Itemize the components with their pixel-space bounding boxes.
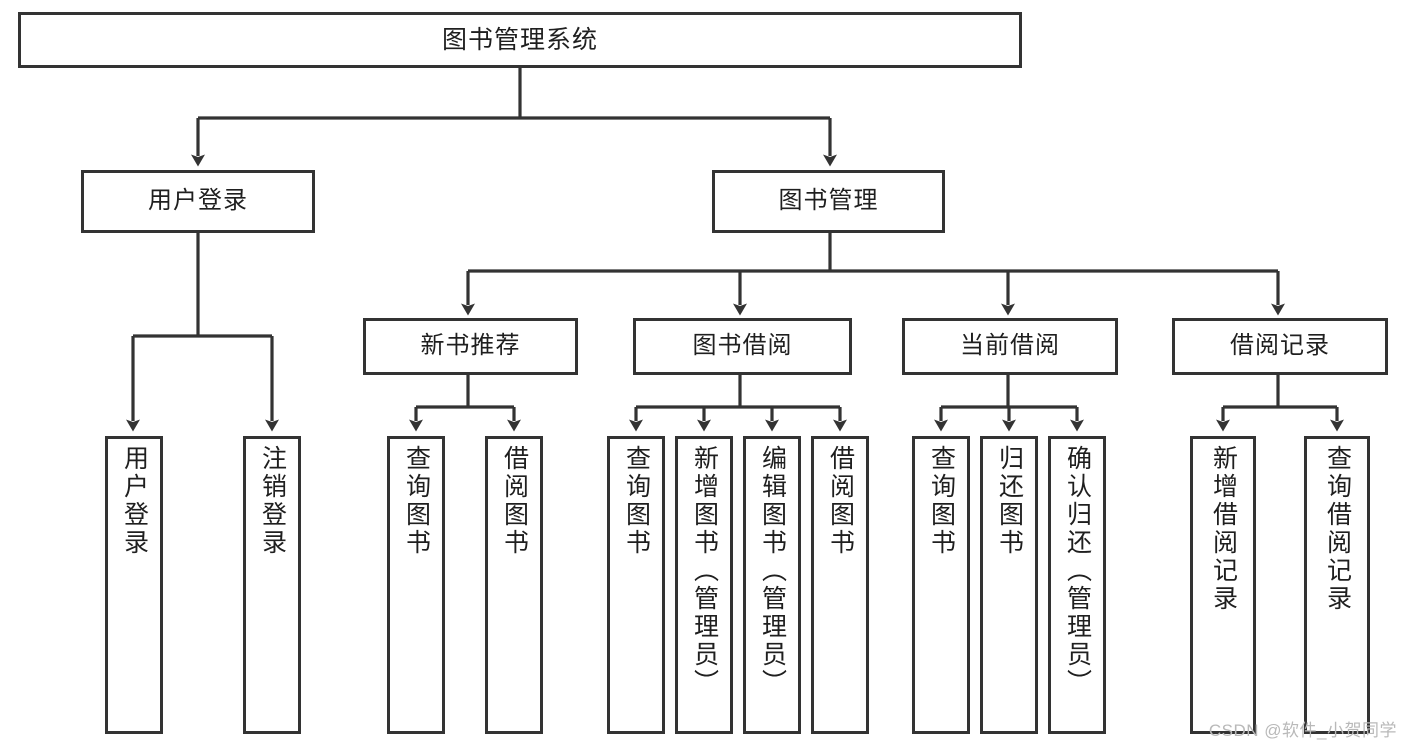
node-label: 借阅图书 (500, 445, 529, 557)
node-label: 查询借阅记录 (1323, 445, 1352, 613)
node-label: 归还图书 (995, 445, 1024, 557)
node-label: 用户登录 (120, 445, 149, 557)
node-label: 图书管理系统 (441, 26, 598, 54)
node-label: 新书推荐 (420, 332, 521, 360)
node-label: 编辑图书（管理员） (758, 445, 787, 697)
leaf-user-login-login[interactable]: 用户登录 (105, 436, 163, 734)
node-label: 用户登录 (148, 187, 248, 215)
leaf-current-confirm-return[interactable]: 确认归还（管理员） (1048, 436, 1106, 734)
leaf-borrow-edit-book[interactable]: 编辑图书（管理员） (743, 436, 801, 734)
node-label: 图书借阅 (692, 332, 793, 360)
leaf-borrow-add-book[interactable]: 新增图书（管理员） (675, 436, 733, 734)
node-label: 借阅图书 (826, 445, 855, 557)
leaf-borrow-borrow-book[interactable]: 借阅图书 (811, 436, 869, 734)
node-label: 查询图书 (622, 445, 651, 557)
node-label: 注销登录 (258, 445, 287, 557)
leaf-new-book-borrow[interactable]: 借阅图书 (485, 436, 543, 734)
node-new-book-recommend[interactable]: 新书推荐 (363, 318, 578, 375)
leaf-record-add[interactable]: 新增借阅记录 (1190, 436, 1256, 734)
node-label: 查询图书 (927, 445, 956, 557)
leaf-borrow-query-book[interactable]: 查询图书 (607, 436, 665, 734)
leaf-user-login-logout[interactable]: 注销登录 (243, 436, 301, 734)
node-label: 当前借阅 (960, 332, 1060, 360)
node-user-login[interactable]: 用户登录 (81, 170, 315, 233)
leaf-record-query[interactable]: 查询借阅记录 (1304, 436, 1370, 734)
node-current-borrow[interactable]: 当前借阅 (902, 318, 1118, 375)
leaf-current-return-book[interactable]: 归还图书 (980, 436, 1038, 734)
node-root-system[interactable]: 图书管理系统 (18, 12, 1022, 68)
node-borrow-record[interactable]: 借阅记录 (1172, 318, 1388, 375)
csdn-watermark: CSDN @软件_小贺同学 (1208, 721, 1397, 740)
node-label: 借阅记录 (1230, 332, 1330, 360)
node-label: 确认归还（管理员） (1063, 445, 1092, 697)
node-label: 新增借阅记录 (1209, 445, 1238, 613)
node-label: 新增图书（管理员） (690, 445, 719, 697)
leaf-current-query-book[interactable]: 查询图书 (912, 436, 970, 734)
node-label: 图书管理 (778, 187, 879, 215)
node-book-borrow[interactable]: 图书借阅 (633, 318, 852, 375)
node-book-management[interactable]: 图书管理 (712, 170, 945, 233)
node-label: 查询图书 (402, 445, 431, 557)
leaf-new-book-query[interactable]: 查询图书 (387, 436, 445, 734)
